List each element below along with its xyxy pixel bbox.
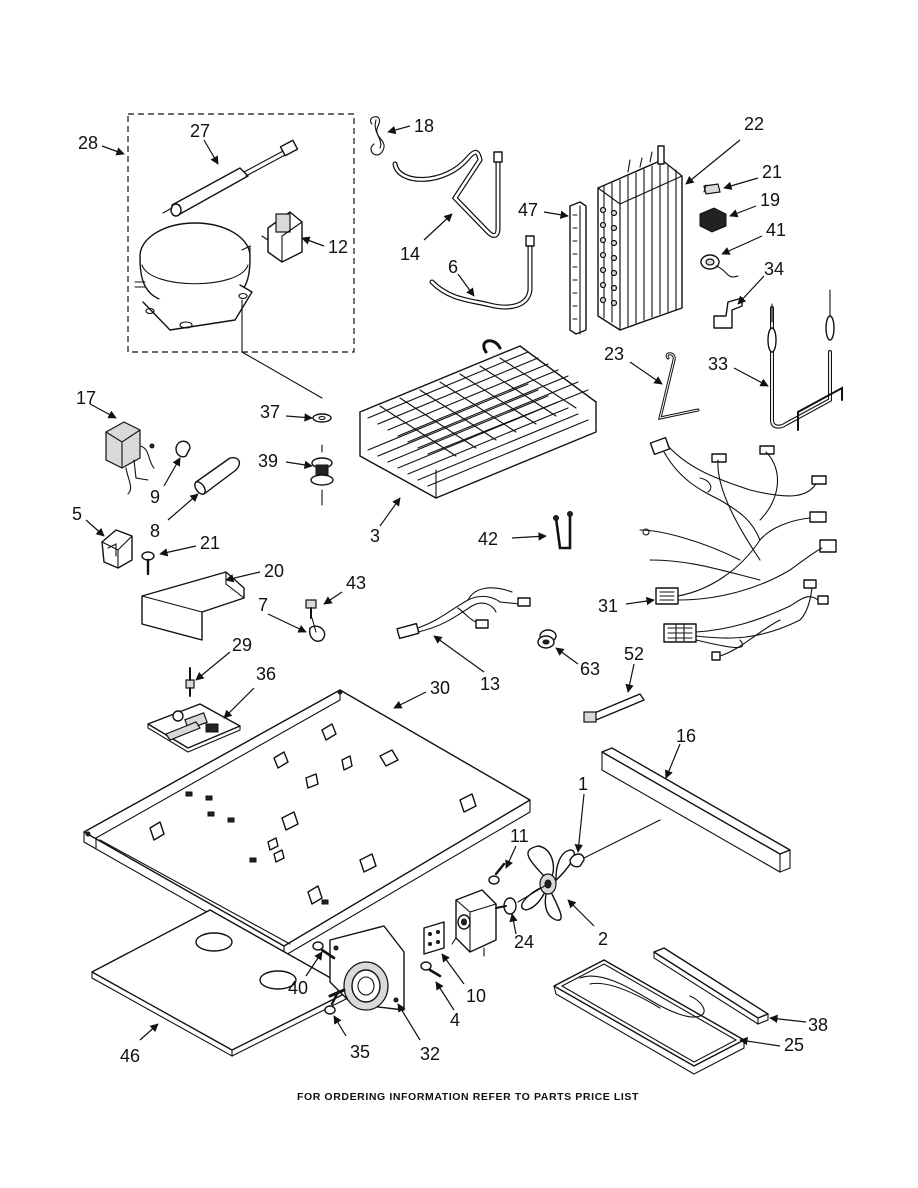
part-43-screw <box>305 599 317 619</box>
compressor-assembly-group <box>127 113 355 399</box>
callout-42: 42 <box>478 529 498 549</box>
part-4-screw <box>420 961 442 978</box>
callout-18: 18 <box>414 116 434 136</box>
part-32-fan-shroud <box>328 925 405 1011</box>
part-21-screw-top <box>703 183 721 195</box>
callout-9: 9 <box>150 487 160 507</box>
part-fan-motor <box>451 889 497 957</box>
group-dashed-box <box>127 113 355 353</box>
part-6-tube <box>429 235 535 310</box>
callout-46: 46 <box>120 1046 140 1066</box>
callout-63: 63 <box>580 659 600 679</box>
part-37-washer <box>312 413 332 423</box>
callout-21: 21 <box>762 162 782 182</box>
callout-14: 14 <box>400 244 420 264</box>
callout-35: 35 <box>350 1042 370 1062</box>
part-38-gasket <box>653 947 769 1026</box>
part-19-block <box>699 207 727 233</box>
part-17-transformer <box>105 421 155 495</box>
callout-39: 39 <box>258 451 278 471</box>
callout-10: 10 <box>466 986 486 1006</box>
part-20-cover <box>141 571 245 641</box>
part-21-screw-left <box>141 551 155 576</box>
part-27-tube <box>162 139 299 217</box>
evaporator-coil-icon <box>597 145 683 331</box>
part-12-relay <box>261 211 303 263</box>
part-33-tubes <box>767 289 843 431</box>
compressor-icon <box>134 222 253 331</box>
callout-31: 31 <box>598 596 618 616</box>
part-36-control-board <box>147 703 241 753</box>
part-34-bracket <box>713 297 743 329</box>
callout-43: 43 <box>346 573 366 593</box>
callout-8: 8 <box>150 521 160 541</box>
part-18-clip <box>369 116 385 156</box>
part-24-hub <box>495 897 517 915</box>
part-30-base-plate <box>83 689 531 957</box>
callout-16: 16 <box>676 726 696 746</box>
callout-23: 23 <box>604 344 624 364</box>
fan-blade-icon <box>517 845 575 921</box>
callout-11: 11 <box>510 826 529 846</box>
callout-6: 6 <box>448 257 458 277</box>
part-25-drain-pan <box>553 959 745 1075</box>
part-1-clip <box>569 819 661 868</box>
callout-33: 33 <box>708 354 728 374</box>
part-46-bottom-panel <box>91 909 353 1057</box>
part-42-tube <box>553 511 573 550</box>
part-11-screw <box>488 862 506 885</box>
part-8-sleeve <box>194 456 241 495</box>
footer-note: FOR ORDERING INFORMATION REFER TO PARTS … <box>297 1091 639 1103</box>
part-9-clip <box>175 440 191 458</box>
callout-17: 17 <box>76 388 96 408</box>
callout-1: 1 <box>578 774 588 794</box>
part-40-screw <box>312 941 336 960</box>
callout-3: 3 <box>370 526 380 546</box>
callout-24: 24 <box>514 932 534 952</box>
part-52-tie <box>583 693 645 723</box>
callout-7: 7 <box>258 595 268 615</box>
part-10-bracket <box>423 921 445 955</box>
callout-29: 29 <box>232 635 252 655</box>
part-35-screw <box>324 990 340 1015</box>
callout-12: 12 <box>328 237 348 257</box>
callout-2: 2 <box>598 929 608 949</box>
callout-30: 30 <box>430 678 450 698</box>
callout-37: 37 <box>260 402 280 422</box>
condenser-coil-icon <box>359 339 597 499</box>
part-7-clip <box>308 617 326 642</box>
callout-52: 52 <box>624 644 644 664</box>
callout-41: 41 <box>766 220 786 240</box>
callout-36: 36 <box>256 664 276 684</box>
callout-27: 27 <box>190 121 210 141</box>
callout-19: 19 <box>760 190 780 210</box>
callout-34: 34 <box>764 259 784 279</box>
callout-25: 25 <box>784 1035 804 1055</box>
callout-38: 38 <box>808 1015 828 1035</box>
part-5-bracket <box>101 529 133 569</box>
part-13-harness <box>396 587 531 640</box>
part-14-tube <box>392 149 503 238</box>
wire-harness-icon <box>639 436 837 661</box>
part-37-wire <box>241 299 323 399</box>
callout-32: 32 <box>420 1044 440 1064</box>
part-23-rod <box>657 352 700 420</box>
callout-21: 21 <box>200 533 220 553</box>
part-16-strip <box>601 747 791 873</box>
callout-5: 5 <box>72 504 82 524</box>
callout-28: 28 <box>78 133 98 153</box>
part-63-fitting <box>537 629 557 649</box>
callout-20: 20 <box>264 561 284 581</box>
part-29-screw <box>185 667 195 697</box>
part-41-sensor <box>700 254 739 278</box>
callout-40: 40 <box>288 978 308 998</box>
part-39-grommet <box>310 444 334 506</box>
callout-4: 4 <box>450 1010 460 1030</box>
callouts: 28 27 12 18 14 6 47 22 21 19 41 34 23 33… <box>72 114 828 1066</box>
callout-13: 13 <box>480 674 500 694</box>
callout-47: 47 <box>518 200 538 220</box>
part-47-strip <box>569 201 587 335</box>
callout-22: 22 <box>744 114 764 134</box>
